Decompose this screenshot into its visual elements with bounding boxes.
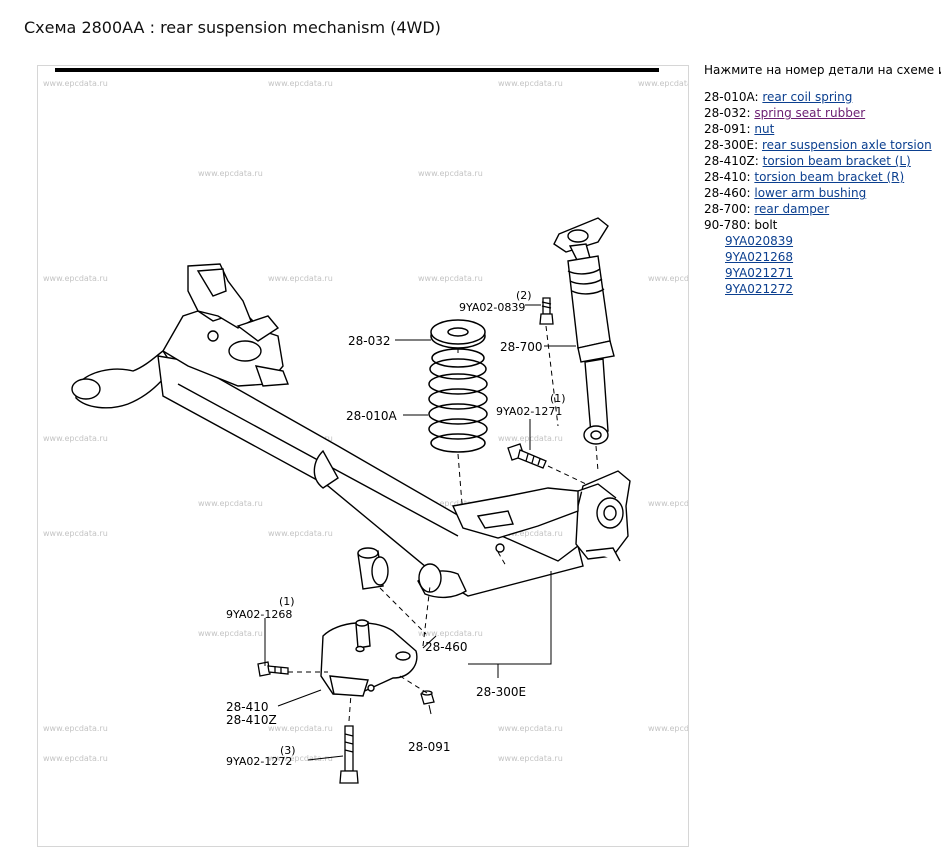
- watermark-text: www.epcdata.ru: [498, 724, 563, 733]
- watermark-text: www.epcdata.ru: [43, 274, 108, 283]
- part-link[interactable]: torsion beam bracket (R): [754, 170, 905, 184]
- watermark-text: www.epcdata.ru: [198, 629, 263, 638]
- callout-28-410[interactable]: 28-410: [226, 700, 269, 714]
- part-code: 90-780:: [704, 218, 751, 232]
- watermark-text: www.epcdata.ru: [648, 274, 688, 283]
- watermark-text: www.epcdata.ru: [43, 754, 108, 763]
- watermark-text: www.epcdata.ru: [498, 754, 563, 763]
- bolt-subpart-link[interactable]: 9YA021272: [725, 282, 794, 296]
- suspension-diagram: www.epcdata.ru www.epcdata.ru www.epcdata.…: [43, 68, 688, 784]
- spring-seat-rubber: [430, 319, 486, 349]
- part-link[interactable]: rear suspension axle torsion: [761, 138, 932, 152]
- page-title: Схема 2800AA : rear suspension mechanism…: [24, 18, 441, 37]
- bolt-subpart-row: 9YA021271: [704, 265, 941, 281]
- watermark-text: www.epcdata.ru: [268, 724, 333, 733]
- assembly-lines: [288, 325, 599, 722]
- part-code: 28-410:: [704, 170, 751, 184]
- bolt-1271: [507, 443, 547, 469]
- part-row: 28-460: lower arm bushing: [704, 185, 941, 201]
- watermark-text: www.epcdata.ru: [43, 79, 108, 88]
- part-row: 28-410Z: torsion beam bracket (L): [704, 153, 941, 169]
- part-name: bolt: [754, 218, 778, 232]
- diagram-frame: www.epcdata.ru www.epcdata.ru www.epcdata.…: [37, 65, 689, 847]
- watermark-text: www.epcdata.ru: [198, 499, 263, 508]
- callout-28-091[interactable]: 28-091: [408, 740, 451, 754]
- callout-9ya02-1271[interactable]: 9YA02-1271: [496, 405, 562, 418]
- part-code: 28-300E:: [704, 138, 759, 152]
- bolt-subpart-row: 9YA021268: [704, 249, 941, 265]
- part-row: 28-032: spring seat rubber: [704, 105, 941, 121]
- part-code: 28-010A:: [704, 90, 759, 104]
- watermark-text: www.epcdata.ru: [418, 169, 483, 178]
- watermark-text: www.epcdata.ru: [418, 274, 483, 283]
- bolt-1268: [257, 661, 289, 677]
- watermark-text: www.epcdata.ru: [268, 754, 333, 763]
- parts-panel: Нажмите на номер детали на схеме или 28-…: [704, 62, 941, 297]
- bolt-1272: [339, 725, 359, 784]
- part-code: 28-700:: [704, 202, 751, 216]
- watermark-text: www.epcdata.ru: [498, 529, 563, 538]
- torsion-beam-axle: [71, 263, 631, 599]
- callout-9ya02-0839[interactable]: 9YA02-0839: [459, 301, 525, 314]
- torsion-beam-bracket: [320, 619, 418, 697]
- watermark-text: www.epcdata.ru: [43, 724, 108, 733]
- part-link[interactable]: spring seat rubber: [754, 106, 866, 120]
- part-row: 28-091: nut: [704, 121, 941, 137]
- part-code: 28-410Z:: [704, 154, 759, 168]
- part-link[interactable]: torsion beam bracket (L): [762, 154, 911, 168]
- part-code: 28-091:: [704, 122, 751, 136]
- bolt-subpart-link[interactable]: 9YA020839: [725, 234, 794, 248]
- callout-28-300e[interactable]: 28-300E: [476, 685, 526, 699]
- part-row: 28-300E: rear suspension axle torsion: [704, 137, 941, 153]
- part-row-bolt: 90-780: bolt: [704, 217, 941, 233]
- bolt-subpart-link[interactable]: 9YA021268: [725, 250, 794, 264]
- part-row: 28-410: torsion beam bracket (R): [704, 169, 941, 185]
- callout-28-460[interactable]: 28-460: [425, 640, 468, 654]
- part-row: 28-010A: rear coil spring: [704, 89, 941, 105]
- panel-instruction: Нажмите на номер детали на схеме или: [704, 63, 941, 77]
- rear-coil-spring: [428, 348, 488, 453]
- callout-index-3: (3): [280, 744, 296, 757]
- watermark-text: www.epcdata.ru: [648, 724, 688, 733]
- watermark-text: www.epcdata.ru: [648, 499, 688, 508]
- bolt-subpart-row: 9YA020839: [704, 233, 941, 249]
- watermark-text: www.epcdata.ru: [498, 79, 563, 88]
- part-link[interactable]: nut: [754, 122, 775, 136]
- watermark-text: www.epcdata.ru: [268, 274, 333, 283]
- callout-index-1-top: (1): [550, 392, 566, 405]
- part-row: 28-700: rear damper: [704, 201, 941, 217]
- part-code: 28-460:: [704, 186, 751, 200]
- callout-index-2: (2): [516, 289, 532, 302]
- bolt-subpart-link[interactable]: 9YA021271: [725, 266, 794, 280]
- callout-9ya02-1268[interactable]: 9YA02-1268: [226, 608, 292, 621]
- callout-9ya02-1272[interactable]: 9YA02-1272: [226, 755, 292, 768]
- callout-28-700[interactable]: 28-700: [500, 340, 543, 354]
- watermark-text: www.epcdata.ru: [268, 529, 333, 538]
- part-link[interactable]: lower arm bushing: [754, 186, 867, 200]
- watermark-text: www.epcdata.ru: [43, 529, 108, 538]
- callout-28-032[interactable]: 28-032: [348, 334, 391, 348]
- watermark-text: www.epcdata.ru: [418, 629, 483, 638]
- nut-28-091: [420, 690, 435, 705]
- leader-lines: [264, 304, 576, 761]
- bolt-0839: [539, 297, 554, 325]
- callout-28-410z[interactable]: 28-410Z: [226, 713, 277, 727]
- watermark-text: www.epcdata.ru: [638, 79, 688, 88]
- bolt-subparts: 9YA020839 9YA021268 9YA021271 9YA021272: [704, 233, 941, 297]
- bolt-subpart-row: 9YA021272: [704, 281, 941, 297]
- part-link[interactable]: rear damper: [754, 202, 830, 216]
- watermark-text: www.epcdata.ru: [268, 79, 333, 88]
- callout-index-1-left: (1): [279, 595, 295, 608]
- part-code: 28-032:: [704, 106, 751, 120]
- watermark-text: www.epcdata.ru: [418, 499, 483, 508]
- lower-arm-bushing: [357, 547, 389, 590]
- rear-damper: [553, 217, 615, 445]
- watermark-text: www.epcdata.ru: [198, 169, 263, 178]
- callout-28-010a[interactable]: 28-010A: [346, 409, 398, 423]
- watermark-text: www.epcdata.ru: [43, 434, 108, 443]
- part-link[interactable]: rear coil spring: [762, 90, 853, 104]
